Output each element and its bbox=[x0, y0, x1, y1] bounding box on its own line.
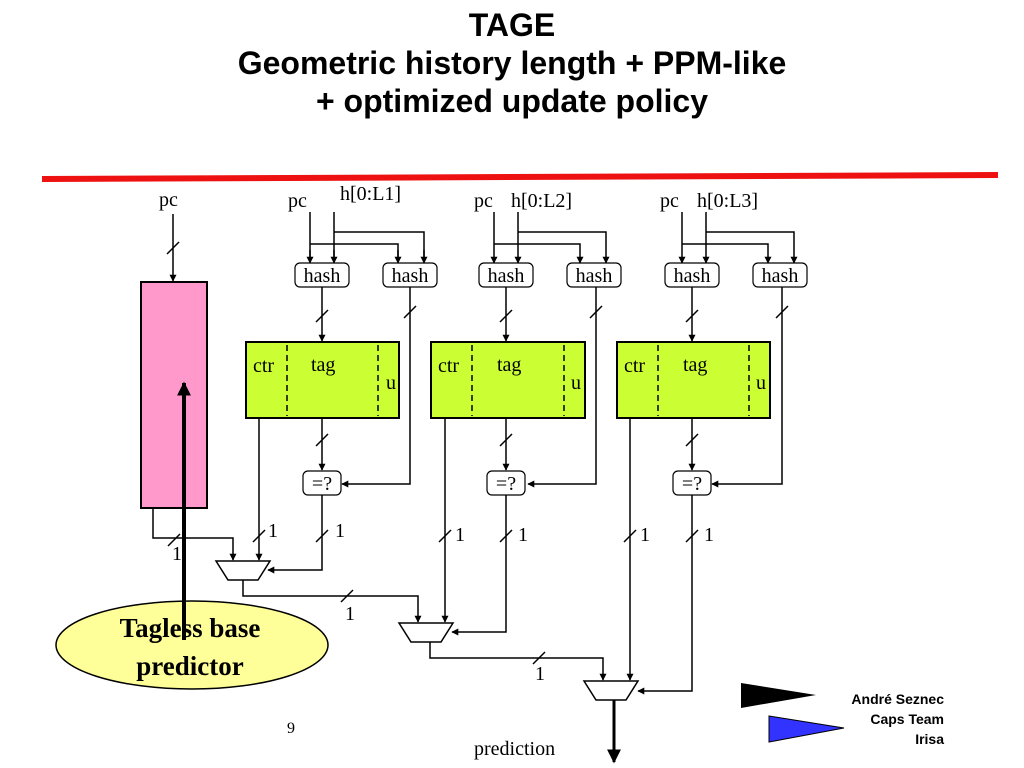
mux-2 bbox=[397, 622, 455, 643]
author-name: André Seznec bbox=[851, 691, 944, 707]
page-number: 9 bbox=[287, 720, 295, 737]
t2-tag-hash-tick bbox=[589, 305, 603, 319]
t1-hash-tag-label: hash bbox=[392, 265, 429, 287]
t1-ctr-tick bbox=[252, 529, 266, 543]
t1-tag-hash-wire bbox=[341, 287, 411, 488]
author-team: Caps Team bbox=[870, 711, 944, 727]
mux-2-output-tick bbox=[532, 651, 546, 665]
t3-input-wires bbox=[681, 212, 795, 250]
t1-u-label: u bbox=[386, 372, 396, 394]
title-line-1: TAGE bbox=[468, 7, 556, 43]
t3-hit-tick bbox=[685, 529, 699, 543]
t2-tag-out-tick bbox=[499, 433, 513, 447]
mux-1 bbox=[214, 560, 272, 581]
base-output-tick bbox=[167, 533, 181, 547]
t2-input-wires bbox=[493, 212, 607, 250]
t2-ctr-label: ctr bbox=[438, 355, 459, 377]
t3-hash-tag-label: hash bbox=[762, 265, 799, 287]
t3-table bbox=[616, 341, 771, 419]
t3-ctr-tick bbox=[623, 529, 637, 543]
title-line-3: + optimized update policy bbox=[315, 83, 709, 119]
t1-hit-wire bbox=[267, 495, 323, 574]
t3-tag-hash-wire bbox=[711, 287, 783, 488]
slide-title: TAGE Geometric history length + PPM-like… bbox=[0, 6, 1024, 120]
t2-hash-index-label: hash bbox=[488, 265, 525, 287]
mux-2-output-wire bbox=[429, 642, 607, 681]
t3-history-label: h[0:L3] bbox=[697, 190, 758, 212]
t2-hash-tag-label: hash bbox=[576, 265, 613, 287]
mux-1-output-wire bbox=[242, 580, 422, 623]
t3-hash-index-label: hash bbox=[674, 265, 711, 287]
t1-compare-label: =? bbox=[312, 473, 332, 495]
t2-history-label: h[0:L2] bbox=[511, 190, 572, 212]
t2-ctr-tick bbox=[438, 529, 452, 543]
mux-3 bbox=[582, 680, 640, 701]
tagless-base-callout bbox=[55, 600, 329, 690]
t2-hit-width: 1 bbox=[518, 524, 528, 546]
t2-hit-tick bbox=[499, 529, 513, 543]
blue-pennant-icon bbox=[768, 715, 845, 743]
black-pennant-icon bbox=[741, 683, 816, 708]
t1-hit-width: 1 bbox=[335, 520, 345, 542]
tagged-table-1: pc h[0:L1] hash hash ctr tag u =? 1 1 bbox=[245, 183, 438, 574]
t2-ctr-width: 1 bbox=[455, 524, 465, 546]
tagged-table-2: pc h[0:L2] hash hash ctr tag u =? 1 1 bbox=[430, 190, 622, 636]
base-pc-width-tick bbox=[166, 241, 180, 255]
t1-pc-label: pc bbox=[288, 190, 307, 212]
callout-line-1: Tagless base bbox=[120, 613, 261, 643]
mux-1-output-tick bbox=[340, 589, 354, 603]
t1-tag-hash-tick bbox=[403, 305, 417, 319]
t1-tag-label: tag bbox=[311, 354, 335, 376]
t1-input-wires bbox=[309, 212, 425, 262]
t2-hit-wire bbox=[451, 495, 507, 636]
tagged-table-3: pc h[0:L3] hash hash ctr tag u =? 1 1 bbox=[616, 190, 808, 695]
callout-line-2: predictor bbox=[136, 651, 243, 681]
t2-u-label: u bbox=[571, 372, 581, 394]
author-org: Irisa bbox=[915, 731, 944, 747]
t1-history-label: h[0:L1] bbox=[340, 183, 401, 205]
base-predictor-table bbox=[140, 281, 208, 509]
t3-tag-out-tick bbox=[685, 433, 699, 447]
title-rule bbox=[41, 172, 999, 182]
t3-pc-label: pc bbox=[660, 190, 679, 212]
t2-index-tick bbox=[499, 309, 513, 323]
t3-tag-label: tag bbox=[683, 354, 707, 376]
t2-tag-hash-wire bbox=[527, 287, 597, 488]
t3-u-label: u bbox=[756, 372, 766, 394]
t1-index-tick bbox=[315, 309, 329, 323]
t1-hash-index-label: hash bbox=[304, 265, 341, 287]
mux-1-output-width: 1 bbox=[345, 603, 355, 625]
t1-table bbox=[245, 341, 400, 419]
t1-hit-tick bbox=[315, 529, 329, 543]
t3-hit-width: 1 bbox=[704, 524, 714, 546]
t3-tag-hash-tick bbox=[775, 305, 789, 319]
title-line-2: Geometric history length + PPM-like bbox=[237, 45, 787, 81]
t3-compare-label: =? bbox=[682, 473, 702, 495]
base-output-width: 1 bbox=[172, 543, 182, 565]
base-output-wire bbox=[152, 508, 237, 561]
base-pc-label: pc bbox=[159, 189, 178, 211]
t1-ctr-width: 1 bbox=[268, 520, 278, 542]
t3-hash-tag-box bbox=[752, 262, 808, 288]
t2-hash-tag-box bbox=[566, 262, 622, 288]
prediction-label: prediction bbox=[474, 738, 555, 760]
t1-tag-out-tick bbox=[315, 433, 329, 447]
t3-index-tick bbox=[685, 309, 699, 323]
t3-hit-wire bbox=[637, 495, 693, 695]
t3-ctr-width: 1 bbox=[640, 524, 650, 546]
t1-ctr-label: ctr bbox=[253, 355, 274, 377]
t3-ctr-label: ctr bbox=[624, 355, 645, 377]
t2-pc-label: pc bbox=[474, 190, 493, 212]
t2-table bbox=[430, 341, 586, 419]
t2-tag-label: tag bbox=[497, 354, 521, 376]
mux-2-output-width: 1 bbox=[535, 663, 545, 685]
t2-compare-label: =? bbox=[496, 473, 516, 495]
